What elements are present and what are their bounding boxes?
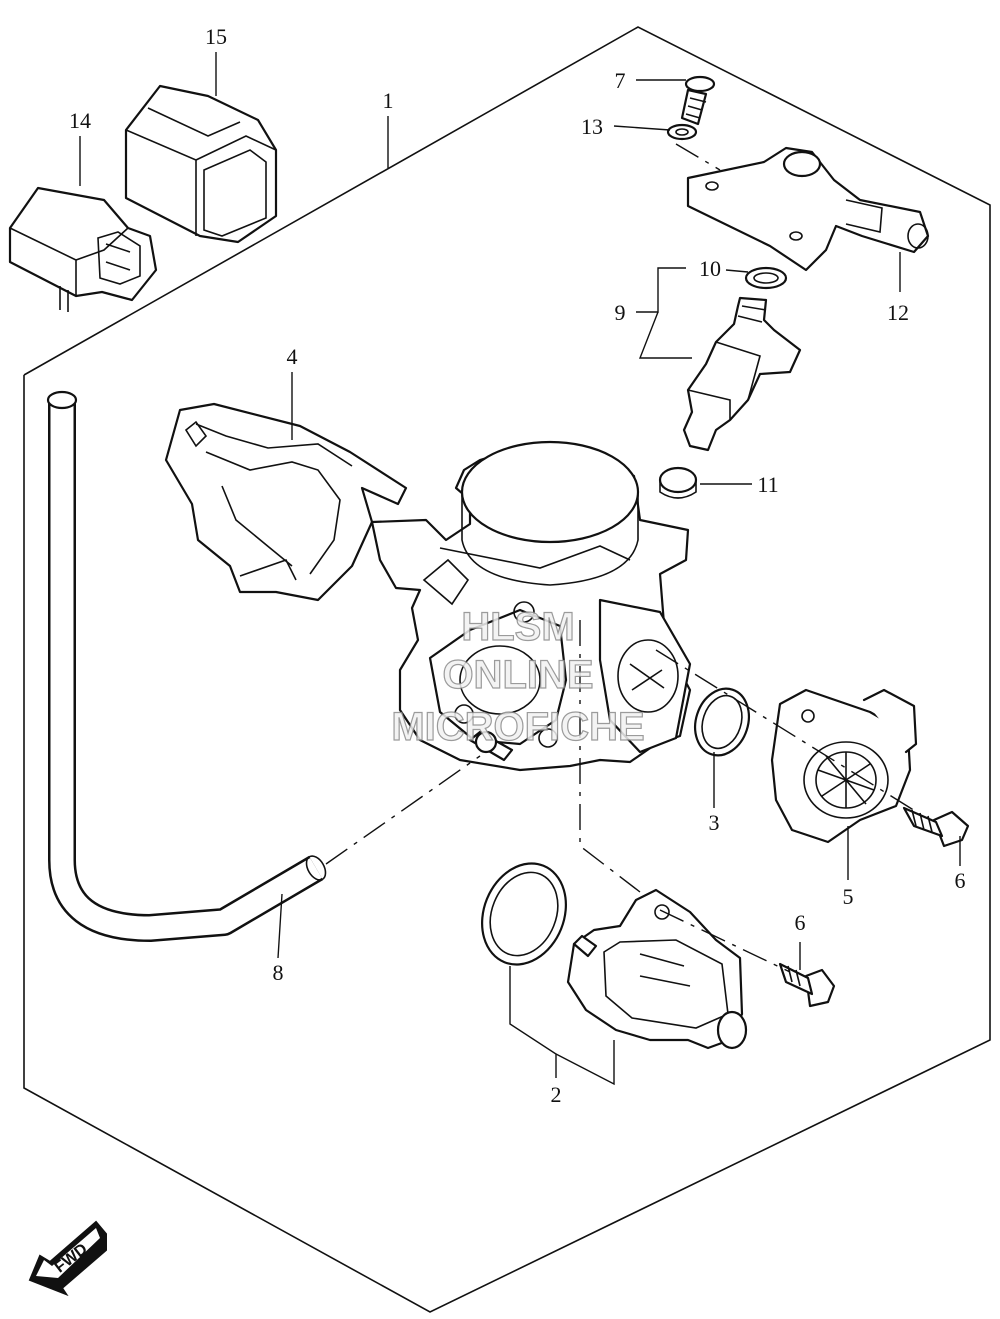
part-10-o-ring [744,266,788,290]
callout-13: 13 [581,114,603,139]
part-6-screw-lower [778,962,836,1008]
part-3-o-ring [694,687,750,757]
part-8-hose [46,390,327,942]
assembly-boundary [23,26,991,1313]
watermark-line-2: ONLINE [442,653,593,697]
part-7-screw [680,75,716,126]
part-5-sensor [770,688,918,844]
callout-14: 14 [69,108,91,133]
callout-5: 5 [843,884,854,909]
part-2-iac-valve [566,888,748,1050]
callout-1: 1 [383,88,394,113]
part-11-seal [658,466,698,499]
callout-9: 9 [615,300,626,325]
part-13-washer [666,123,698,141]
callout-7: 7 [615,68,626,93]
callout-11: 11 [757,472,778,497]
part-4-bracket [164,402,408,602]
callout-10: 10 [699,256,721,281]
callout-4: 4 [287,344,298,369]
part-9-injector [682,296,802,452]
leader-lines [79,52,961,1086]
callout-6-right: 6 [955,868,966,893]
callout-15: 15 [205,24,227,49]
fwd-arrow-badge: FWD [28,1220,107,1297]
callout-labels: 1 2 3 4 5 6 6 7 8 9 10 11 12 13 14 15 [69,24,966,1107]
part-6-screw-right [902,806,970,848]
throttle-body [370,440,692,772]
callout-12: 12 [887,300,909,325]
part-2-o-ring [481,862,567,966]
watermark-line-3: MICROFICHE [391,705,644,749]
part-12-delivery-pipe [686,146,930,272]
callout-6-lower: 6 [795,910,806,935]
callout-2: 2 [551,1082,562,1107]
part-15-cover [124,84,278,244]
part-14-connector [8,186,158,312]
watermark: HLSM ONLINE MICROFICHE [391,604,646,749]
callout-8: 8 [273,960,284,985]
watermark-line-1: HLSM [461,605,574,649]
callout-3: 3 [709,810,720,835]
